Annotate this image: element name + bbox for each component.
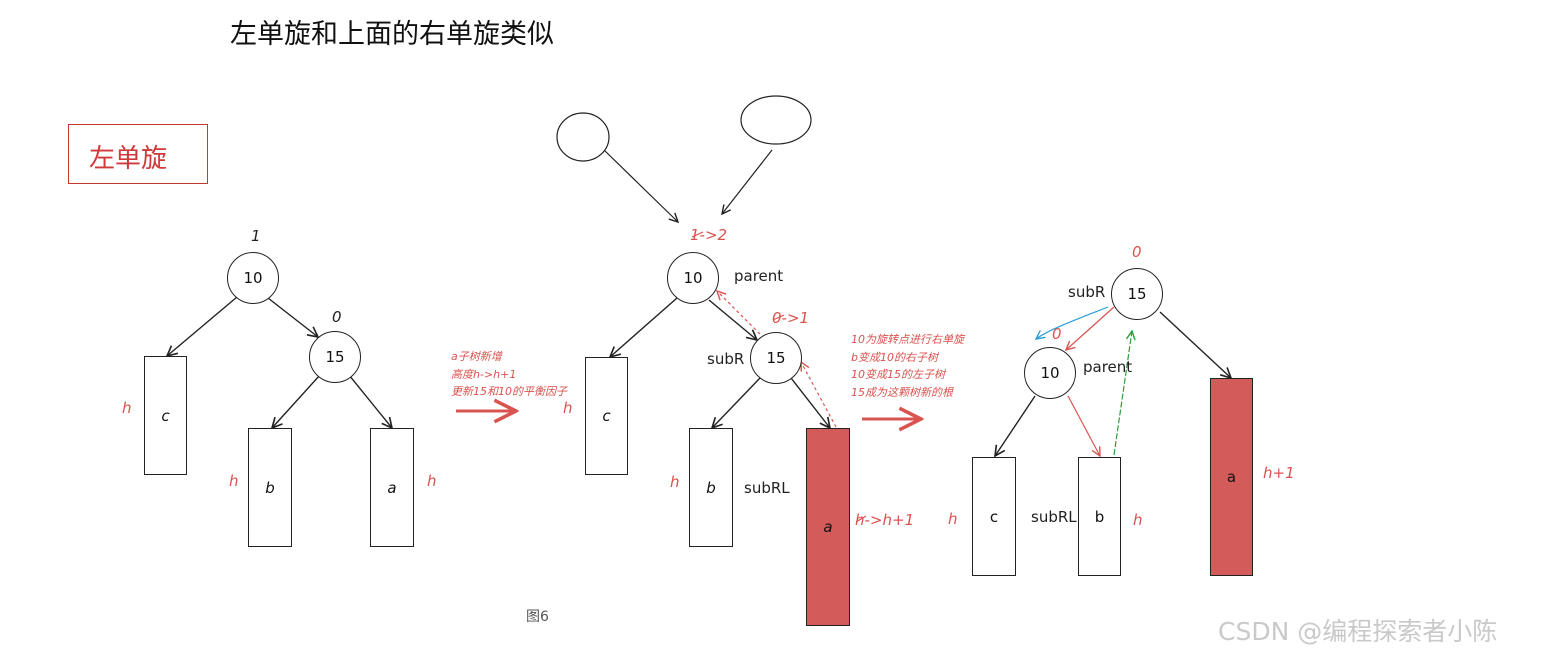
pointer-right (722, 149, 773, 214)
node-10-balance-factor-3: 0 (1052, 325, 1062, 343)
pointer-oval-right (740, 95, 812, 145)
watermark: CSDN @编程探索者小陈 (1218, 617, 1498, 646)
edge-15-to-a (348, 374, 392, 428)
strike-root-bf (691, 231, 704, 238)
update-path-15-10 (717, 291, 761, 335)
strike-h (855, 515, 867, 523)
subtree-c: c (144, 356, 187, 475)
subtree-c-2: c (585, 357, 628, 475)
height-label-a-3: h+1 (1263, 464, 1295, 482)
height-label-b: h (229, 472, 239, 490)
edge-10-to-15 (267, 297, 318, 337)
pointer-oval-left (556, 112, 610, 162)
node-10-parent: 10 (667, 252, 719, 304)
edge3-b-to-15-green (1113, 331, 1132, 456)
section-label-box: 左单旋 (68, 124, 208, 184)
root-balance-factor: 1 (251, 227, 261, 245)
subtree-b: b (248, 428, 292, 547)
page-heading: 左单旋和上面的右单旋类似 (230, 19, 554, 50)
subtree-a-3: a (1210, 378, 1253, 576)
node-15-new-root: 15 (1111, 268, 1163, 320)
node-10-left-child: 10 (1024, 347, 1076, 399)
height-label-b-3: h (1133, 511, 1143, 529)
subtree-a: a (370, 428, 414, 547)
root-balance-factor-2: 1->2 (690, 226, 728, 244)
edge3-10-to-b (1067, 395, 1100, 456)
edge3-10-to-c (995, 395, 1036, 456)
child-balance-factor: 0 (332, 308, 342, 326)
update-path-a-15 (801, 362, 837, 428)
subRL-label-3: subRL (1031, 508, 1077, 526)
subR-label: subR (707, 350, 745, 368)
edge3-15-to-a (1159, 311, 1231, 378)
node-15-subR: 15 (750, 332, 802, 384)
new-root-balance-factor: 0 (1132, 243, 1142, 261)
node-15: 15 (309, 331, 361, 383)
step-note-1: a子树新增 高度h->h+1 更新15和10的平衡因子 (451, 350, 567, 398)
subtree-c-3: c (972, 457, 1016, 576)
edge2-15-to-b (712, 377, 761, 428)
edge2-15-to-a (790, 377, 830, 428)
height-label-a-2: h->h+1 (855, 511, 915, 529)
subRL-label: subRL (744, 479, 790, 497)
edge2-10-to-c (610, 297, 678, 357)
height-label-a: h (427, 472, 437, 490)
step-note-2: 10为旋转点进行右单旋 b变成10的右子树 10变成15的左子树 15成为这颗树… (851, 333, 964, 399)
subR-label-3: subR (1068, 283, 1106, 301)
subtree-b-2: b (689, 428, 733, 547)
subtree-a-2-grown: a (806, 428, 850, 626)
child-balance-factor-2: 0->1 (772, 309, 810, 327)
height-label-c: h (122, 399, 132, 417)
height-label-c-2: h (563, 399, 573, 417)
height-label-b-2: h (670, 473, 680, 491)
edge-10-to-c (167, 296, 238, 356)
edge-15-to-b (272, 374, 321, 428)
edge2-10-to-15 (708, 299, 757, 340)
edge3-15-to-10-blue (1036, 306, 1109, 339)
node-10: 10 (227, 252, 279, 304)
pointer-left (603, 149, 678, 222)
parent-label-3: parent (1083, 358, 1133, 376)
subtree-b-3: b (1078, 457, 1121, 576)
edge3-15-to-10-red (1066, 306, 1115, 350)
height-label-c-3: h (948, 510, 958, 528)
figure-caption: 图6 (526, 609, 549, 625)
strike-child-bf (772, 314, 785, 321)
section-label: 左单旋 (89, 144, 168, 174)
parent-label: parent (734, 267, 784, 285)
